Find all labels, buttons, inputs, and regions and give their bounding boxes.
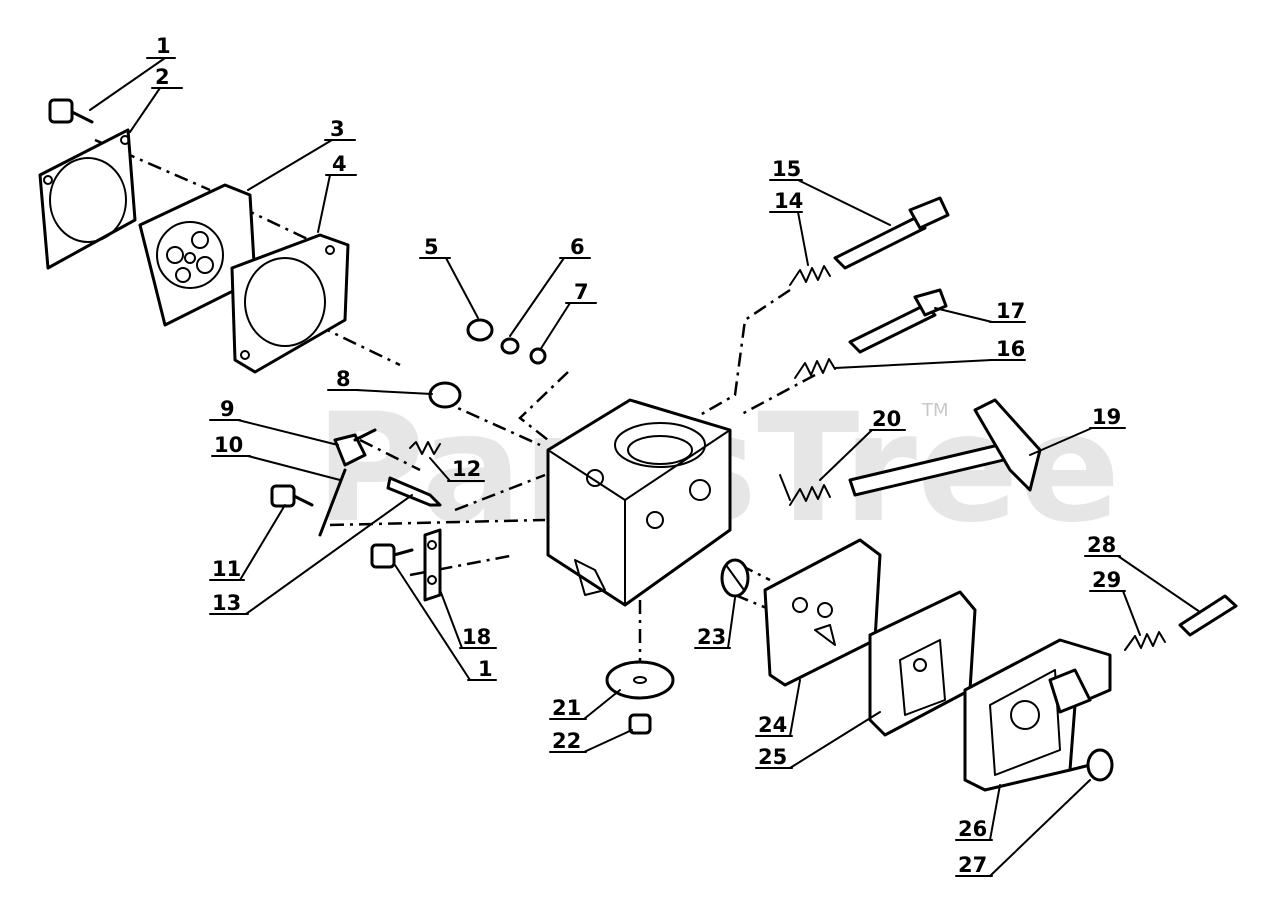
part-2-cover — [38, 128, 137, 270]
part-9-lever — [333, 428, 377, 467]
part-10-pin — [318, 468, 347, 537]
callout-10: 10 — [214, 433, 243, 457]
watermark-trademark: TM — [921, 400, 949, 421]
callout-4: 4 — [332, 152, 347, 176]
part-11-screw — [270, 484, 314, 508]
callout-18: 18 — [462, 625, 491, 649]
part-13-needle — [386, 476, 442, 507]
callout-12: 12 — [452, 457, 481, 481]
callout-6: 6 — [570, 235, 585, 259]
part-24-gasket — [763, 538, 882, 687]
part-15-needle-screw — [833, 196, 950, 270]
part-22-screw — [628, 713, 652, 735]
part-27-screw — [1068, 748, 1114, 782]
part-20-spring — [779, 474, 831, 506]
callout-27: 27 — [958, 853, 987, 877]
part-3-diaphragm — [138, 183, 257, 327]
callout-25: 25 — [758, 745, 787, 769]
part-6-ring — [500, 337, 520, 355]
callout-2: 2 — [155, 65, 170, 89]
callout-21: 21 — [552, 696, 581, 720]
callout-5: 5 — [424, 235, 439, 259]
callout-17: 17 — [996, 299, 1025, 323]
part-4-gasket — [230, 233, 350, 374]
callout-22: 22 — [552, 729, 581, 753]
callout-8: 8 — [336, 367, 351, 391]
callout-14: 14 — [774, 189, 803, 213]
part-14-spring — [789, 265, 831, 286]
callout-26: 26 — [958, 817, 987, 841]
part-8-plug — [428, 381, 462, 409]
part-1b-screw — [370, 543, 414, 569]
part-7-spring — [529, 347, 547, 365]
part-19-throttle-shaft — [848, 398, 1042, 497]
part-5-ring — [466, 318, 494, 342]
part-17-needle-screw — [848, 288, 948, 354]
part-28-needle — [1178, 594, 1238, 637]
callout-11: 11 — [212, 557, 241, 581]
part-18-bracket — [423, 528, 442, 602]
part-12-spring — [409, 441, 441, 455]
callout-19: 19 — [1092, 405, 1121, 429]
callout-15: 15 — [772, 157, 801, 181]
callouts: 1 2 3 4 5 6 7 8 9 10 — [89, 34, 1201, 877]
part-1-screw — [48, 98, 94, 124]
callout-20: 20 — [872, 407, 901, 431]
callout-23: 23 — [697, 625, 726, 649]
callout-9: 9 — [220, 397, 235, 421]
callout-24: 24 — [758, 713, 787, 737]
callout-1a: 1 — [156, 34, 171, 58]
part-21-disc — [605, 660, 675, 700]
callout-29: 29 — [1092, 568, 1121, 592]
callout-1b: 1 — [478, 657, 493, 681]
callout-28: 28 — [1087, 533, 1116, 557]
part-26-pump-cover — [963, 638, 1112, 792]
part-29-spring — [1124, 631, 1166, 651]
part-23-screen — [720, 558, 750, 598]
callout-3: 3 — [330, 117, 345, 141]
callout-13: 13 — [212, 591, 241, 615]
callout-16: 16 — [996, 337, 1025, 361]
part-16-spring — [794, 358, 836, 379]
callout-7: 7 — [574, 280, 589, 304]
part-25-gasket — [868, 590, 977, 737]
carburetor-body — [546, 398, 732, 607]
